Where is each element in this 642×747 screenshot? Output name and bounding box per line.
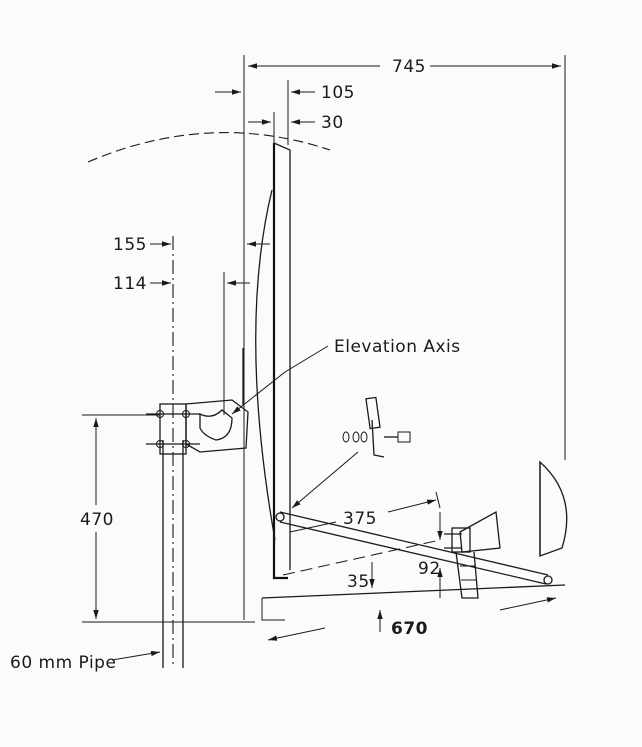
dim-30: 30 [248, 112, 344, 145]
dim-92-label: 92 [418, 559, 441, 579]
dim-114: 114 [113, 272, 250, 415]
dim-105: 105 [215, 80, 355, 145]
dim-92: 92 [282, 512, 443, 598]
feed-arm [275, 511, 553, 585]
elevation-axis-callout: Elevation Axis [231, 337, 461, 415]
dim-114-label: 114 [113, 274, 147, 294]
feed-horn [444, 460, 568, 599]
pipe-label: 60 mm Pipe [10, 653, 116, 673]
dim-670: 670 [267, 597, 557, 641]
pipe-callout: 60 mm Pipe [10, 650, 161, 673]
dim-105-label: 105 [321, 83, 355, 103]
mast-pipe [162, 236, 184, 668]
dim-745: 745 [243, 55, 566, 620]
dim-375-label: 375 [343, 509, 377, 529]
dim-470-label: 470 [80, 510, 114, 530]
dim-30-label: 30 [321, 113, 344, 133]
dim-155: 155 [113, 235, 270, 255]
hardware-detail [291, 396, 411, 509]
dim-155-label: 155 [113, 235, 147, 255]
dim-35: 35 [347, 562, 375, 592]
dim-470: 470 [80, 414, 255, 623]
reflector [255, 142, 566, 621]
elevation-bracket [146, 348, 249, 455]
dim-670-label: 670 [391, 619, 428, 639]
dim-35-label: 35 [347, 572, 370, 592]
dim-745-label: 745 [392, 57, 426, 77]
dish-arc-outline [87, 132, 331, 163]
dim-375: 375 [289, 491, 441, 533]
elevation-axis-label: Elevation Axis [334, 337, 461, 357]
